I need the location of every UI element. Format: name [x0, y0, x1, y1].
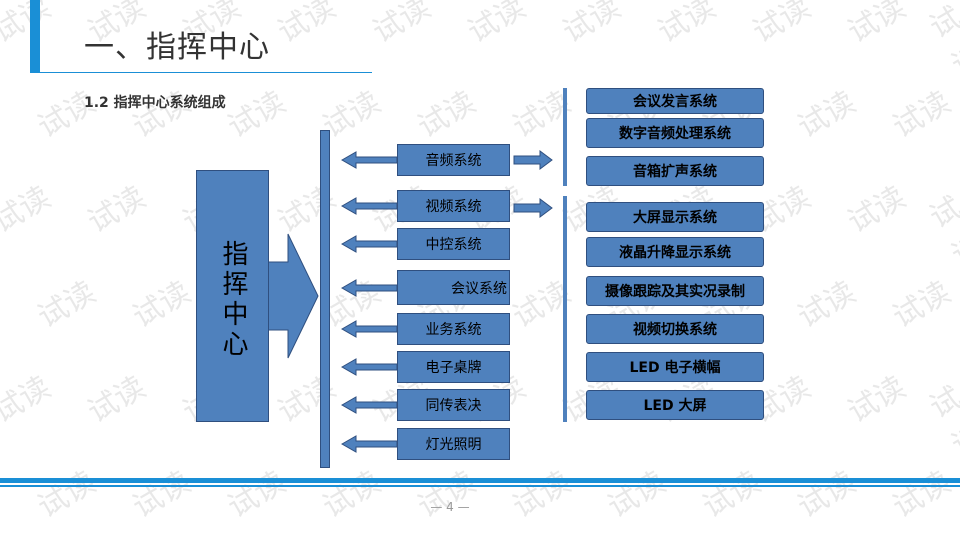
subsystem-box: 视频系统: [397, 190, 510, 222]
subsystem-box: 音频系统: [397, 144, 510, 176]
video-child-box: 液晶升降显示系统: [586, 237, 764, 267]
left-arrow: [340, 197, 398, 215]
audio-child-box: 数字音频处理系统: [586, 118, 764, 148]
video-child-box: 摄像跟踪及其实况录制: [586, 276, 764, 306]
section-subtitle: 1.2 指挥中心系统组成: [84, 95, 226, 111]
audio-child-box: 会议发言系统: [586, 88, 764, 114]
video-bracket: [563, 196, 567, 422]
left-arrow: [340, 320, 398, 338]
page-title: 一、指挥中心: [84, 30, 270, 65]
subsystem-box: 电子桌牌: [397, 351, 510, 383]
subsystem-box: 业务系统: [397, 313, 510, 345]
subsystem-box: 灯光照明: [397, 428, 510, 460]
page-number: — 4 —: [430, 500, 470, 514]
center-arrow: [267, 233, 319, 359]
left-arrow: [340, 151, 398, 169]
command-center-label: 指挥中心: [218, 240, 248, 360]
command-center-box: [196, 170, 269, 422]
title-underline: [30, 72, 372, 73]
left-arrow: [340, 435, 398, 453]
subsystem-box: 同传表决: [397, 389, 510, 421]
left-arrow: [340, 358, 398, 376]
subsystem-box: 中控系统: [397, 228, 510, 260]
left-arrow: [340, 235, 398, 253]
right-arrow: [513, 150, 553, 170]
right-arrow: [513, 198, 553, 218]
video-child-box: LED 电子横幅: [586, 352, 764, 382]
distribution-bus: [320, 130, 330, 468]
video-child-box: LED 大屏: [586, 390, 764, 420]
audio-bracket: [563, 88, 567, 186]
footer-bar: [0, 478, 960, 483]
video-child-box: 视频切换系统: [586, 314, 764, 344]
left-arrow: [340, 279, 398, 297]
audio-child-box: 音箱扩声系统: [586, 156, 764, 186]
footer-bar-thin: [0, 485, 960, 487]
subsystem-box: 会议系统: [397, 270, 510, 305]
video-child-box: 大屏显示系统: [586, 202, 764, 232]
title-accent-bar: [30, 0, 40, 72]
left-arrow: [340, 396, 398, 414]
